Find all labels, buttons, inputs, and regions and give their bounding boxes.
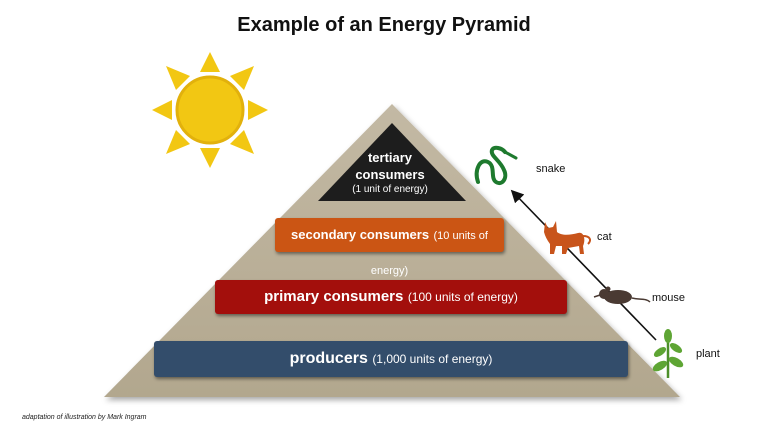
snake-icon bbox=[474, 145, 518, 185]
primary-consumers-band: primary consumers (100 units of energy) bbox=[215, 280, 567, 314]
secondary-consumers-energy: (10 units of energy) bbox=[370, 230, 488, 277]
primary-consumers-energy: (100 units of energy) bbox=[407, 290, 518, 304]
food-chain-arrow bbox=[510, 189, 657, 341]
secondary-consumers-band: secondary consumers (10 units of energy) bbox=[275, 218, 504, 277]
tertiary-energy: (1 unit of energy) bbox=[352, 184, 428, 195]
tertiary-triangle bbox=[318, 123, 466, 201]
mouse-icon bbox=[593, 286, 651, 304]
plant-icon bbox=[652, 329, 684, 378]
cat-icon bbox=[544, 221, 592, 254]
diagram-title: Example of an Energy Pyramid bbox=[237, 14, 531, 36]
producers-energy: (1,000 units of energy) bbox=[372, 352, 493, 366]
tertiary-line2: consumers bbox=[355, 167, 425, 182]
snake-label: snake bbox=[536, 163, 566, 175]
producers-band: producers (1,000 units of energy) bbox=[154, 341, 628, 377]
secondary-consumers-name: secondary consumers bbox=[291, 227, 430, 242]
plant-label: plant bbox=[696, 348, 720, 360]
producers-name: producers bbox=[289, 350, 368, 367]
illustration-credit: adaptation of illustration by Mark Ingra… bbox=[22, 414, 147, 421]
sun-icon bbox=[152, 52, 268, 168]
mouse-label: mouse bbox=[652, 292, 686, 304]
cat-label: cat bbox=[597, 231, 612, 243]
tertiary-line1: tertiary bbox=[367, 150, 413, 165]
tertiary-consumers-label: tertiary consumers (1 unit of energy) bbox=[330, 149, 450, 197]
primary-consumers-name: primary consumers bbox=[264, 288, 404, 305]
